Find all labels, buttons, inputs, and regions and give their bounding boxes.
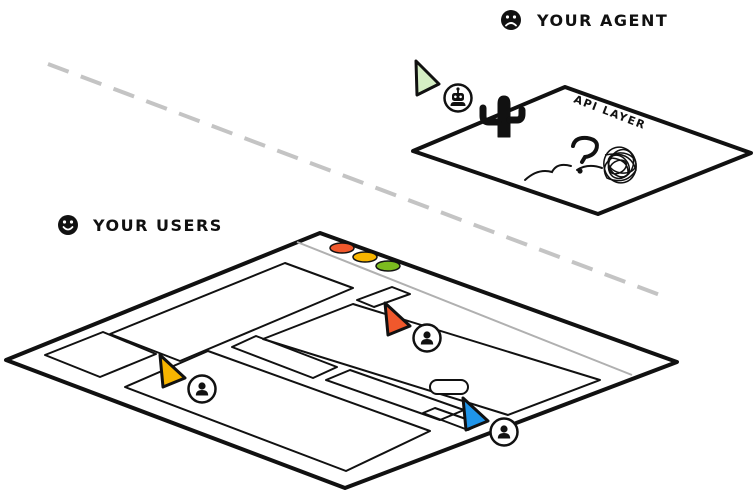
frowning-face-icon [501, 10, 521, 30]
smiling-face-icon [58, 215, 78, 235]
divider-dashed-line [47, 62, 669, 300]
question-mark-icon [571, 135, 599, 174]
window-maximize-dot[interactable] [375, 260, 401, 272]
sketch-line [524, 163, 572, 181]
cactus-icon [479, 95, 526, 138]
title-bar-divider [296, 241, 633, 376]
window-minimize-dot[interactable] [352, 251, 378, 263]
ui-window-plane [4, 231, 679, 490]
cursor-arrow-icon [461, 396, 490, 432]
cursor-arrow-icon [383, 301, 412, 337]
ui-header-panel [109, 262, 354, 362]
agent-label-text: YOUR AGENT [536, 11, 668, 30]
user-icon [412, 323, 442, 353]
ui-sidebar-panel [44, 331, 157, 378]
agent-label: YOUR AGENT [501, 10, 668, 30]
cursor-arrow-icon [414, 59, 441, 97]
users-label: YOUR USERS [58, 215, 223, 235]
ui-nav-panel [356, 286, 411, 308]
cursor-arrow-icon [158, 353, 187, 389]
window-close-dot[interactable] [329, 242, 355, 254]
ui-content-panel [262, 303, 601, 416]
ui-main-panel [124, 350, 431, 472]
user-icon [489, 417, 519, 447]
ui-card-panel [231, 335, 338, 379]
scribble-icon [603, 146, 637, 184]
users-label-text: YOUR USERS [92, 216, 223, 235]
ui-pill-button[interactable] [429, 379, 469, 395]
user-icon [187, 374, 217, 404]
robot-icon [443, 83, 473, 113]
